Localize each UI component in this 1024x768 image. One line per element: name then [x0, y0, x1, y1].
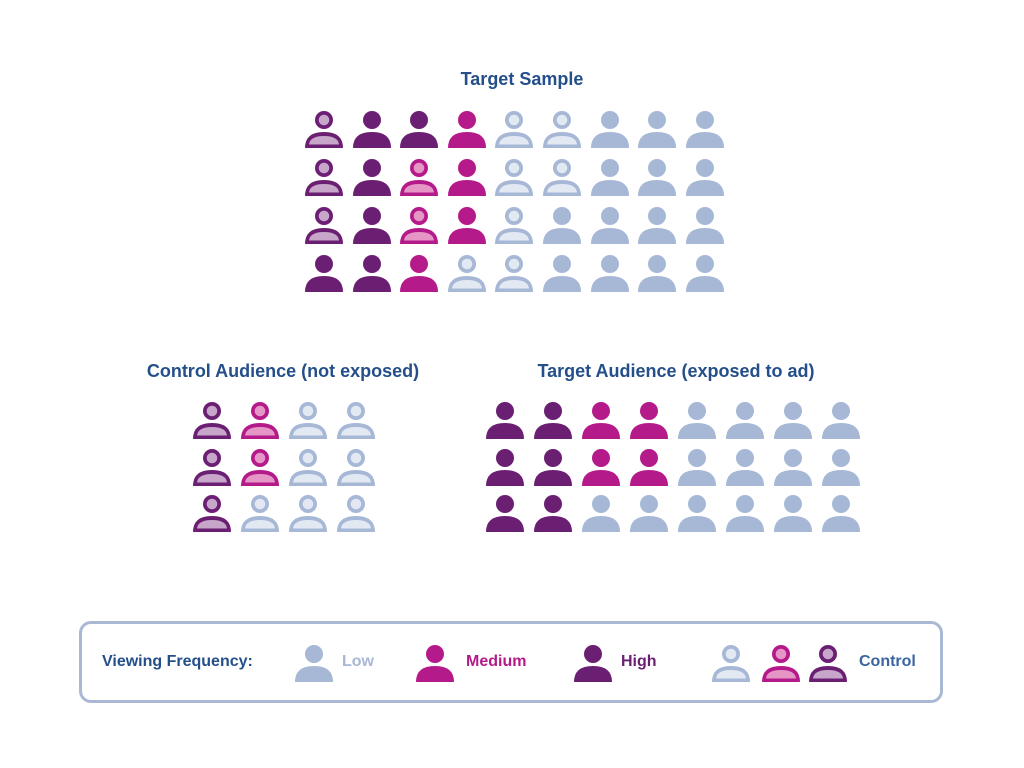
control-low-person-icon: [337, 495, 375, 532]
control-high-person-icon: [193, 495, 231, 532]
low-person-icon: [774, 448, 812, 486]
medium-person-icon: [582, 402, 620, 439]
control-medium-person-icon: [241, 402, 279, 439]
low-person-icon: [685, 111, 724, 148]
legend-low-person-icon: [295, 645, 333, 682]
control-low-person-icon: [447, 255, 486, 292]
high-person-icon: [486, 448, 524, 486]
target-sample-grid: [304, 110, 725, 294]
low-person-icon: [590, 111, 629, 148]
low-person-icon: [678, 402, 716, 439]
high-person-icon: [486, 495, 524, 532]
legend: Viewing Frequency: Low Medium High Contr…: [79, 621, 943, 703]
low-person-icon: [590, 159, 629, 196]
low-person-icon: [590, 255, 629, 292]
low-person-icon: [638, 255, 677, 292]
control-high-person-icon: [193, 448, 231, 486]
control-low-person-icon: [495, 207, 534, 244]
target-sample-title: Target Sample: [460, 69, 584, 89]
control-low-person-icon: [337, 448, 375, 486]
control-low-person-icon: [495, 111, 534, 148]
high-person-icon: [352, 207, 391, 244]
legend-high-person-icon: [574, 645, 612, 682]
low-person-icon: [630, 495, 668, 532]
control-low-person-icon: [495, 255, 534, 292]
control-medium-person-icon: [400, 159, 439, 196]
legend-control-medium-person-icon: [762, 645, 800, 682]
legend-medium-label: Medium: [466, 653, 527, 670]
legend-control-low-person-icon: [712, 645, 750, 682]
low-person-icon: [822, 448, 860, 486]
high-person-icon: [352, 159, 391, 196]
control-audience-grid: [192, 401, 376, 534]
high-person-icon: [305, 255, 343, 292]
control-high-person-icon: [193, 402, 231, 439]
low-person-icon: [678, 495, 716, 532]
high-person-icon: [534, 402, 572, 439]
medium-person-icon: [582, 448, 620, 486]
target-audience-grid: [485, 401, 861, 534]
medium-person-icon: [400, 255, 439, 292]
control-low-person-icon: [289, 448, 327, 486]
control-low-person-icon: [289, 495, 327, 532]
low-person-icon: [542, 255, 581, 292]
low-person-icon: [685, 159, 724, 196]
control-audience-title: Control Audience (not exposed): [146, 361, 420, 381]
control-low-person-icon: [542, 159, 581, 196]
low-person-icon: [590, 207, 629, 244]
low-person-icon: [582, 495, 620, 532]
legend-medium-person-icon: [416, 645, 454, 682]
low-person-icon: [638, 207, 677, 244]
low-person-icon: [726, 495, 764, 532]
control-high-person-icon: [305, 207, 343, 244]
low-person-icon: [638, 159, 677, 196]
legend-low-label: Low: [342, 653, 374, 670]
high-person-icon: [352, 255, 391, 292]
high-person-icon: [486, 402, 524, 439]
control-medium-person-icon: [241, 448, 279, 486]
control-low-person-icon: [241, 495, 279, 532]
control-medium-person-icon: [400, 207, 439, 244]
low-person-icon: [638, 111, 677, 148]
control-high-person-icon: [305, 159, 343, 196]
legend-control-label: Control: [859, 653, 916, 670]
medium-person-icon: [447, 159, 486, 196]
low-person-icon: [685, 255, 724, 292]
target-audience-title: Target Audience (exposed to ad): [537, 361, 815, 381]
low-person-icon: [678, 448, 716, 486]
medium-person-icon: [447, 207, 486, 244]
high-person-icon: [534, 448, 572, 486]
control-low-person-icon: [289, 402, 327, 439]
low-person-icon: [726, 448, 764, 486]
low-person-icon: [774, 402, 812, 439]
control-low-person-icon: [542, 111, 581, 148]
control-low-person-icon: [495, 159, 534, 196]
medium-person-icon: [630, 402, 668, 439]
medium-person-icon: [447, 111, 486, 148]
low-person-icon: [822, 495, 860, 532]
low-person-icon: [822, 402, 860, 439]
low-person-icon: [685, 207, 724, 244]
low-person-icon: [726, 402, 764, 439]
control-low-person-icon: [337, 402, 375, 439]
low-person-icon: [774, 495, 812, 532]
medium-person-icon: [630, 448, 668, 486]
legend-title: Viewing Frequency:: [102, 653, 253, 670]
low-person-icon: [542, 207, 581, 244]
high-person-icon: [352, 111, 391, 148]
legend-control-high-person-icon: [809, 645, 847, 682]
control-high-person-icon: [305, 111, 343, 148]
high-person-icon: [400, 111, 439, 148]
high-person-icon: [534, 495, 572, 532]
legend-high-label: High: [621, 653, 657, 670]
